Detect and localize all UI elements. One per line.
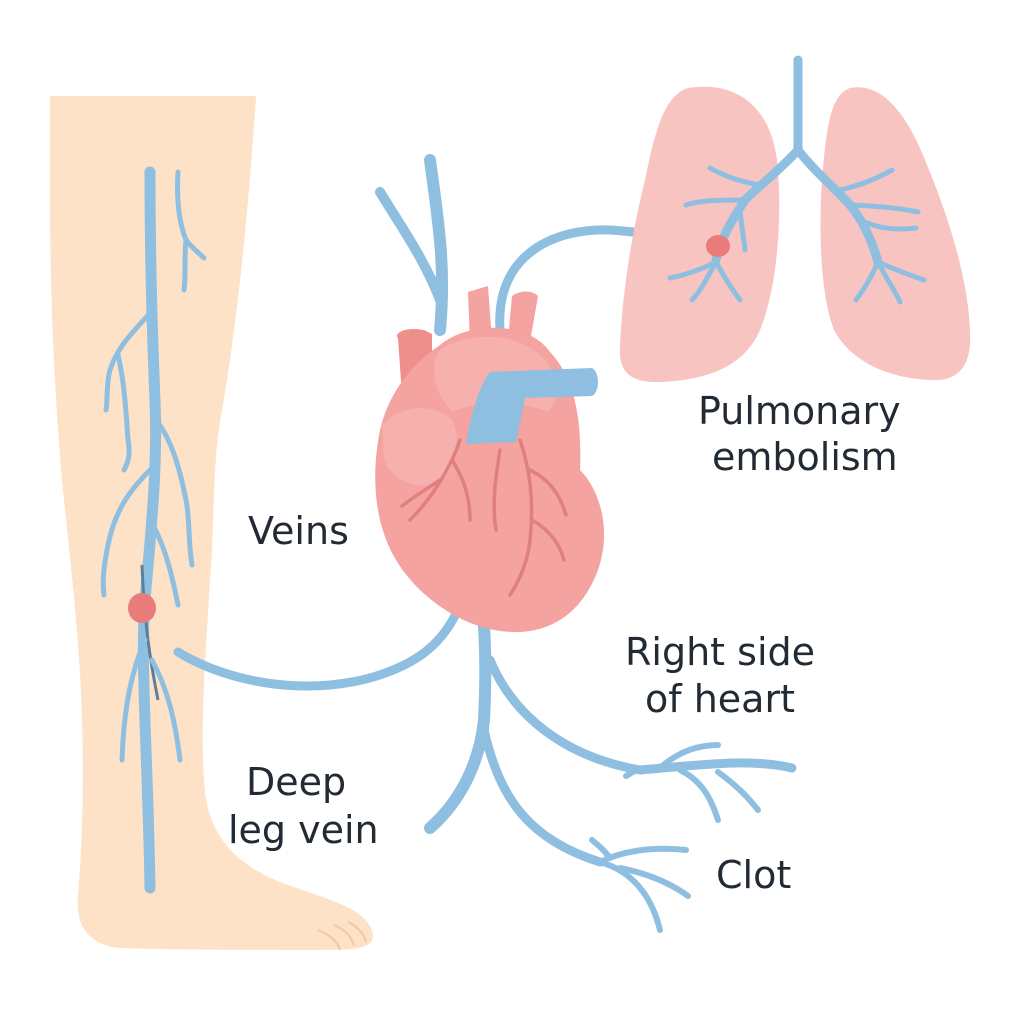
label-pulmonary-embolism-line2: embolism xyxy=(712,435,898,479)
right-lung xyxy=(820,87,971,381)
heart-atrium xyxy=(382,408,457,486)
pulmonary-trunk-right xyxy=(508,291,538,342)
coronary-vessels xyxy=(400,438,568,597)
leg-silhouette xyxy=(50,96,374,950)
bronchial-branches xyxy=(667,165,927,305)
right-vein-branch xyxy=(485,655,797,775)
lower-branch-terminals xyxy=(589,837,691,933)
inferior-vena-cava xyxy=(424,594,492,834)
deep-leg-vein xyxy=(137,166,162,894)
label-deep-leg-vein-line1: Deep xyxy=(246,760,346,804)
deep-vein-core xyxy=(140,564,160,701)
lungs xyxy=(619,55,971,383)
right-branch-terminals xyxy=(623,742,761,823)
toe-lines xyxy=(317,921,367,951)
lower-vein-branch xyxy=(479,725,605,867)
label-right-side-line2: of heart xyxy=(645,677,795,721)
label-right-side-line1: Right side xyxy=(625,630,815,674)
label-veins: Veins xyxy=(248,509,349,553)
vein-tree xyxy=(375,154,797,933)
leg-vein-branches xyxy=(100,169,207,763)
leg-clot xyxy=(128,593,156,623)
left-lung xyxy=(619,86,780,383)
superior-vein-branch xyxy=(375,187,445,305)
leg xyxy=(50,96,374,951)
vena-cava-entry xyxy=(466,368,598,444)
label-clot: Clot xyxy=(716,853,791,897)
superior-vena-cava xyxy=(424,154,449,336)
label-deep-leg-vein-line2: leg vein xyxy=(228,808,379,852)
heart xyxy=(375,286,605,633)
label-pulmonary-embolism-line1: Pulmonary xyxy=(698,389,901,433)
lung-clot xyxy=(706,235,730,257)
